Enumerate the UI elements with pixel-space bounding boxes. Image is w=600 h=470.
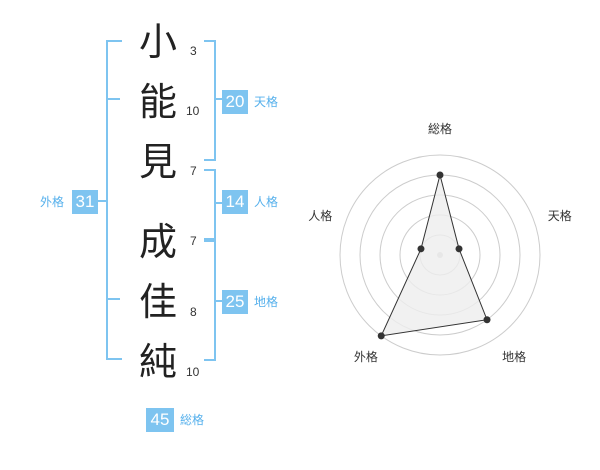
gaikaku-bracket [106, 40, 122, 360]
chikaku-label: 地格 [254, 295, 279, 309]
surname-char-3: 見 [138, 140, 177, 184]
radar-point [483, 316, 491, 324]
tenkaku-value: 20 [222, 90, 248, 114]
jinkaku-bracket [204, 169, 216, 240]
radar-point [455, 245, 463, 253]
radar-point [436, 171, 444, 179]
given-char-3: 純 [138, 340, 177, 384]
radar-ring [339, 154, 541, 356]
tenkaku-label: 天格 [254, 95, 279, 109]
radar-axis-label: 外格 [354, 349, 378, 364]
tenkaku-bracket [204, 40, 216, 161]
given-char-1: 成 [138, 220, 177, 264]
bracket-connector [214, 202, 222, 204]
bracket-connector [214, 300, 222, 302]
radar-axis-label: 地格 [502, 349, 526, 364]
radar-polygon [380, 174, 488, 337]
jinkaku-value: 14 [222, 190, 248, 214]
radar-point [377, 332, 385, 340]
soukaku-label: 総格 [180, 413, 205, 427]
radar-axis-label: 総格 [428, 121, 452, 136]
bracket-tick [106, 298, 120, 300]
soukaku-value: 45 [146, 408, 174, 432]
bracket-connector [92, 200, 106, 202]
stroke-count: 7 [190, 164, 197, 178]
radar-points [377, 171, 491, 340]
gaikaku-value: 31 [72, 190, 98, 214]
surname-char-2: 能 [138, 80, 177, 124]
radar-axis-label: 人格 [308, 208, 332, 223]
stroke-count: 7 [190, 234, 197, 248]
stroke-count: 10 [186, 365, 200, 379]
stroke-count: 3 [190, 44, 197, 58]
given-char-2: 佳 [138, 280, 177, 324]
gaikaku-label: 外格 [40, 195, 65, 209]
radar-point [417, 245, 425, 253]
bracket-connector [214, 98, 222, 100]
stroke-count: 8 [190, 305, 197, 319]
surname-char-1: 小 [138, 20, 177, 64]
radar-axis-label: 天格 [548, 208, 572, 223]
chikaku-value: 25 [222, 290, 248, 314]
stroke-count: 10 [186, 104, 200, 118]
jinkaku-label: 人格 [254, 195, 279, 209]
bracket-tick [106, 98, 120, 100]
